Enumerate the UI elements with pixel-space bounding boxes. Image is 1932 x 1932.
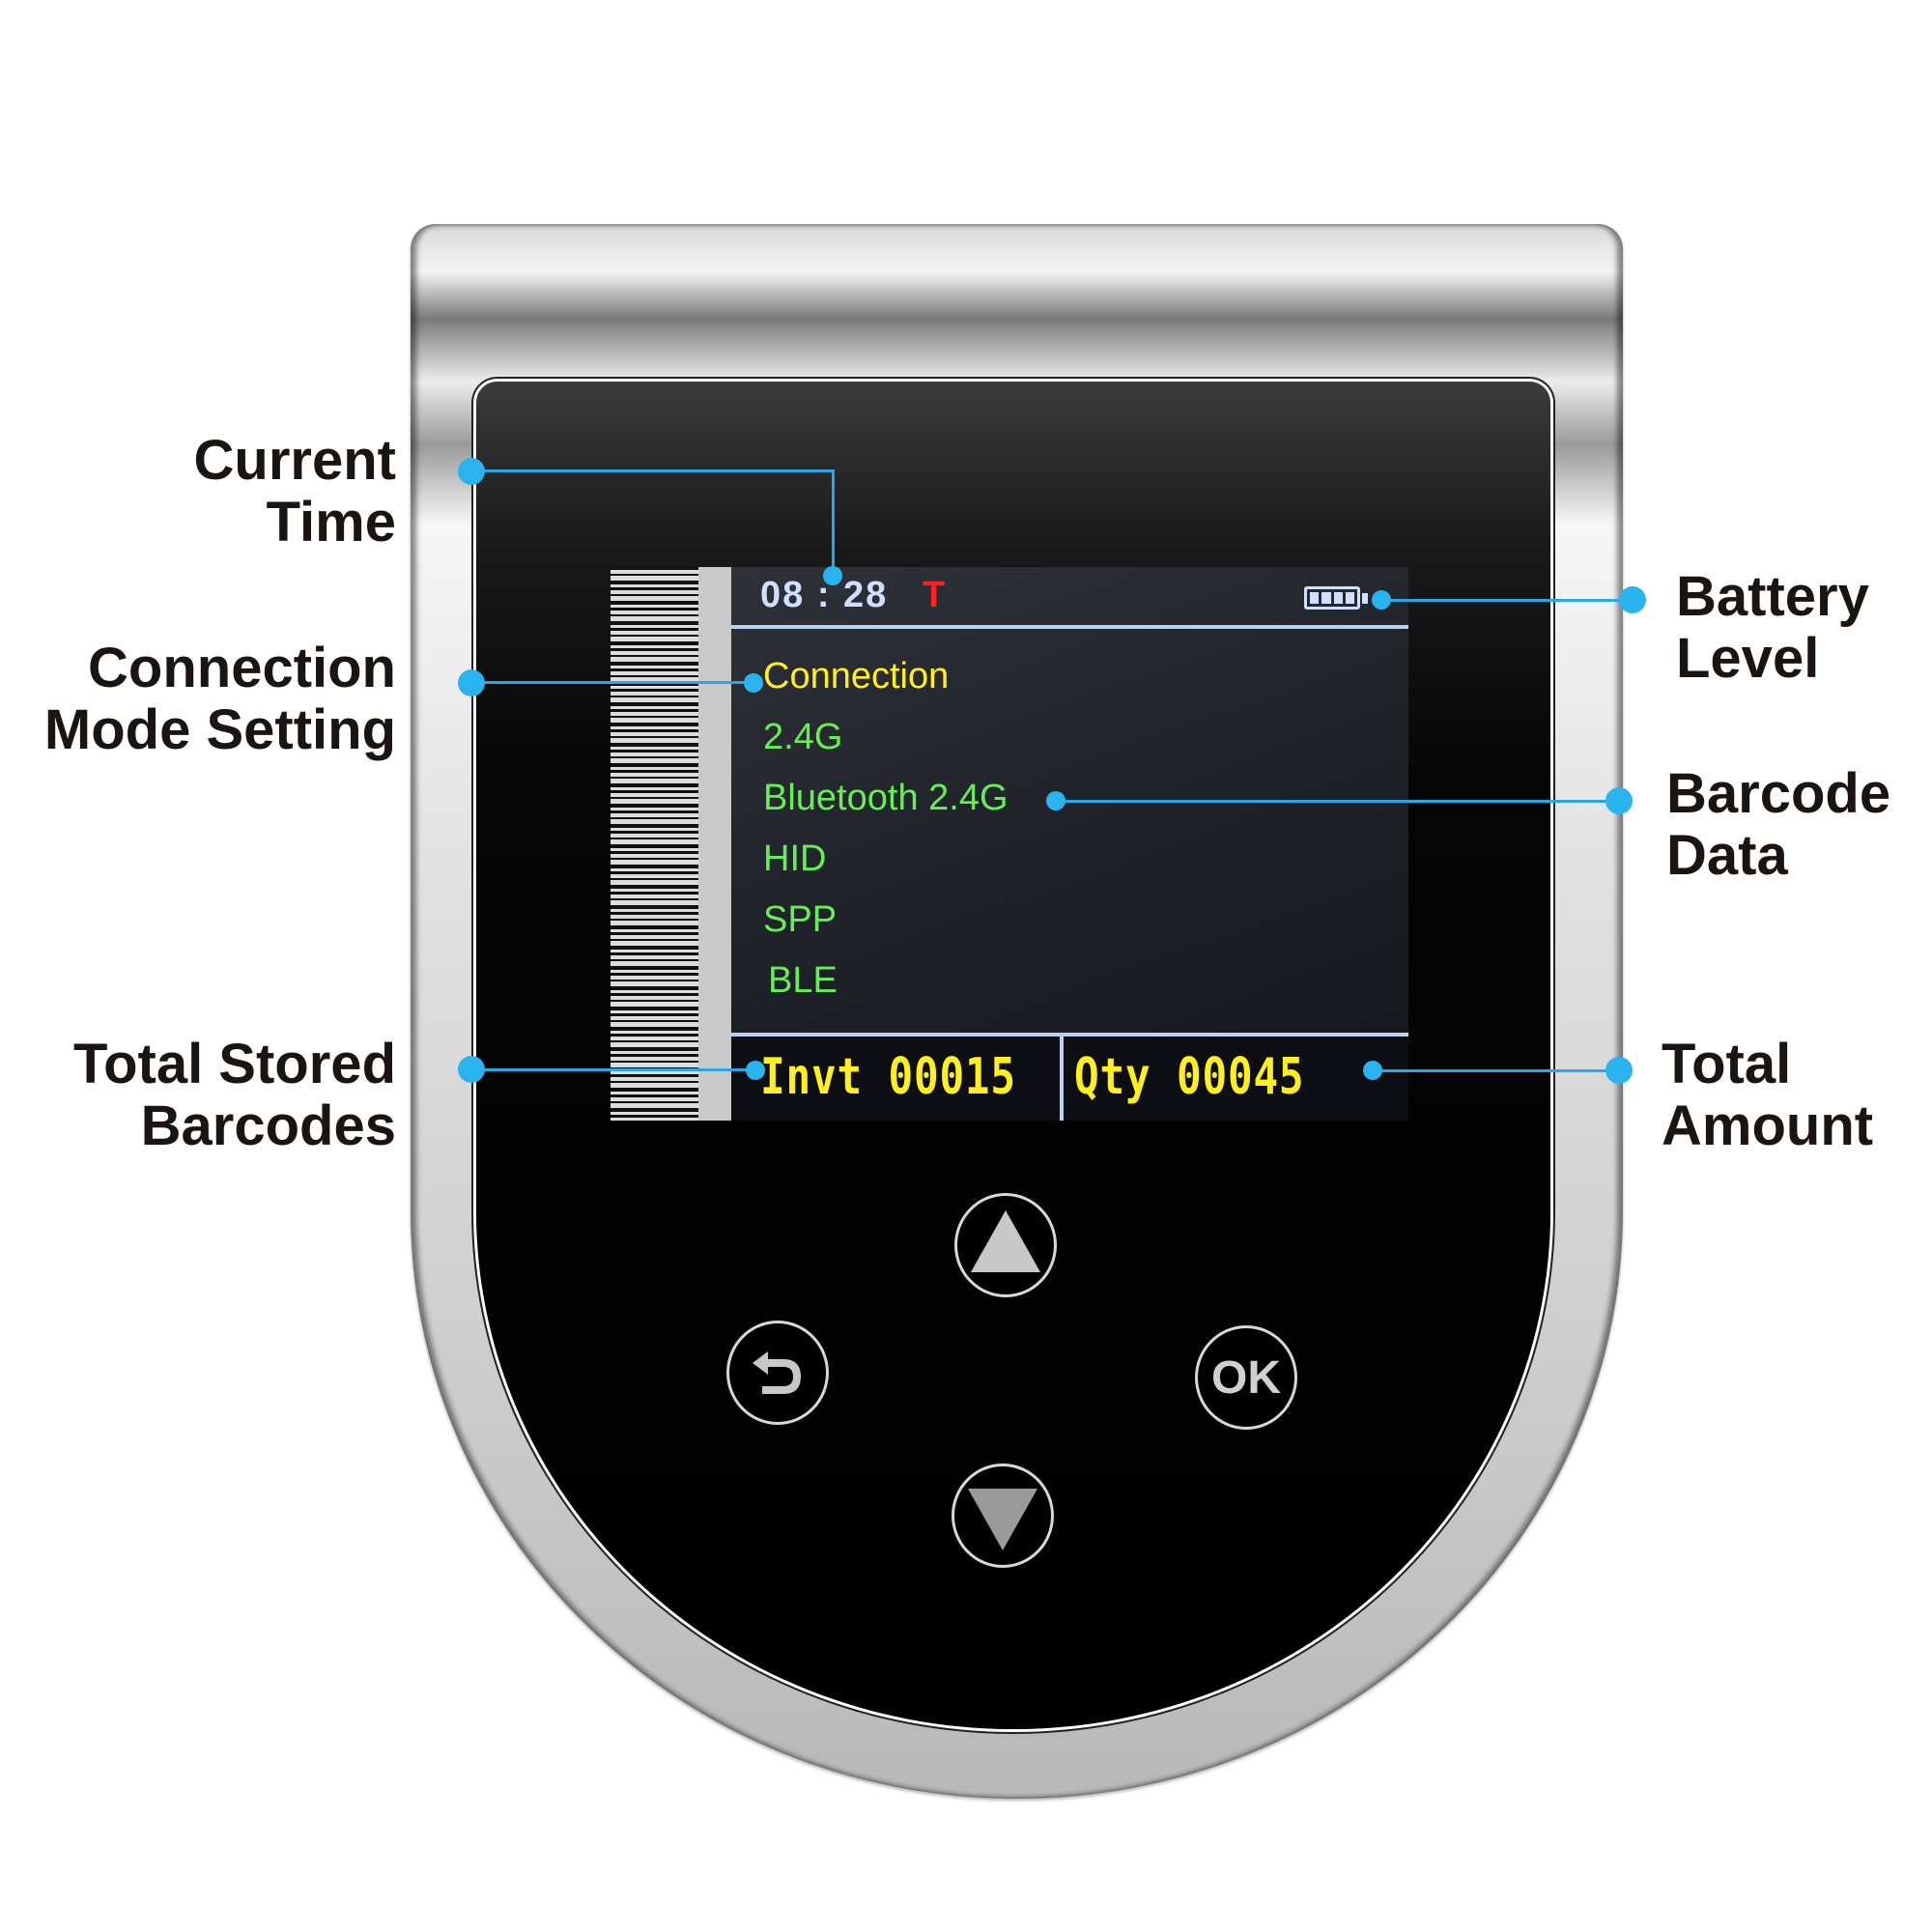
menu-item-bluetooth-2-4g[interactable]: Bluetooth 2.4G	[763, 778, 1009, 818]
barcode-graphic	[611, 567, 698, 1121]
counter-footer: Invt 00015 Qty 00045	[731, 1037, 1408, 1121]
battery-tip	[1362, 593, 1368, 604]
inventory-count: Invt 00015	[760, 1048, 1016, 1106]
battery-full-icon	[1304, 586, 1360, 610]
callout-dot	[1372, 590, 1391, 610]
ok-button[interactable]: OK	[1195, 1325, 1297, 1430]
menu-item-spp[interactable]: SPP	[763, 899, 838, 940]
callout-total-stored-barcodes: Total Stored Barcodes	[72, 1033, 396, 1157]
callout-connection-mode: Connection Mode Setting	[43, 637, 396, 761]
leader-line	[832, 469, 835, 576]
back-arrow-icon	[753, 1351, 801, 1394]
callout-dot	[458, 669, 485, 696]
status-bar: 08 : 28 T	[731, 567, 1408, 625]
leader-line	[1063, 800, 1618, 803]
callout-dot	[1605, 787, 1633, 814]
device-screen: 08 : 28 T Connection 2.4G Bluetooth 2.4G…	[611, 567, 1408, 1121]
divider	[731, 625, 1408, 629]
up-arrow-icon	[971, 1210, 1040, 1272]
leader-line	[471, 469, 834, 472]
callout-battery-level: Battery Level	[1676, 565, 1869, 690]
current-time: 08 : 28	[760, 575, 889, 615]
divider	[1060, 1035, 1064, 1121]
back-button[interactable]	[726, 1321, 829, 1425]
callout-dot	[1619, 586, 1646, 613]
ok-label: OK	[1211, 1351, 1281, 1404]
callout-dot	[1605, 1057, 1633, 1084]
down-button[interactable]	[952, 1463, 1054, 1568]
callout-dot	[1046, 791, 1065, 810]
menu-title: Connection	[763, 656, 950, 696]
callout-dot	[458, 1056, 485, 1083]
callout-dot	[744, 673, 763, 693]
menu-item-ble[interactable]: BLE	[768, 960, 838, 1001]
callout-barcode-data: Barcode Data	[1666, 762, 1891, 887]
down-arrow-icon	[968, 1489, 1037, 1550]
callout-dot	[823, 566, 842, 585]
time-flag: T	[923, 575, 946, 615]
callout-dot	[746, 1061, 765, 1080]
quantity-count: Qty 00045	[1074, 1048, 1305, 1106]
up-button[interactable]	[954, 1193, 1057, 1297]
leader-line	[1389, 599, 1631, 602]
leader-line	[471, 681, 752, 684]
callout-total-amount: Total Amount	[1662, 1033, 1874, 1157]
callout-dot	[458, 458, 485, 485]
menu-item-2-4g[interactable]: 2.4G	[763, 717, 843, 757]
callout-dot	[1363, 1061, 1382, 1080]
screen-side-bar	[698, 567, 731, 1121]
connection-menu: Connection 2.4G Bluetooth 2.4G HID SPP B…	[763, 646, 1009, 1011]
divider	[731, 1033, 1408, 1037]
leader-line	[1381, 1069, 1618, 1072]
menu-item-hid[interactable]: HID	[763, 838, 827, 879]
leader-line	[471, 1068, 753, 1071]
callout-current-time: Current Time	[193, 429, 396, 554]
